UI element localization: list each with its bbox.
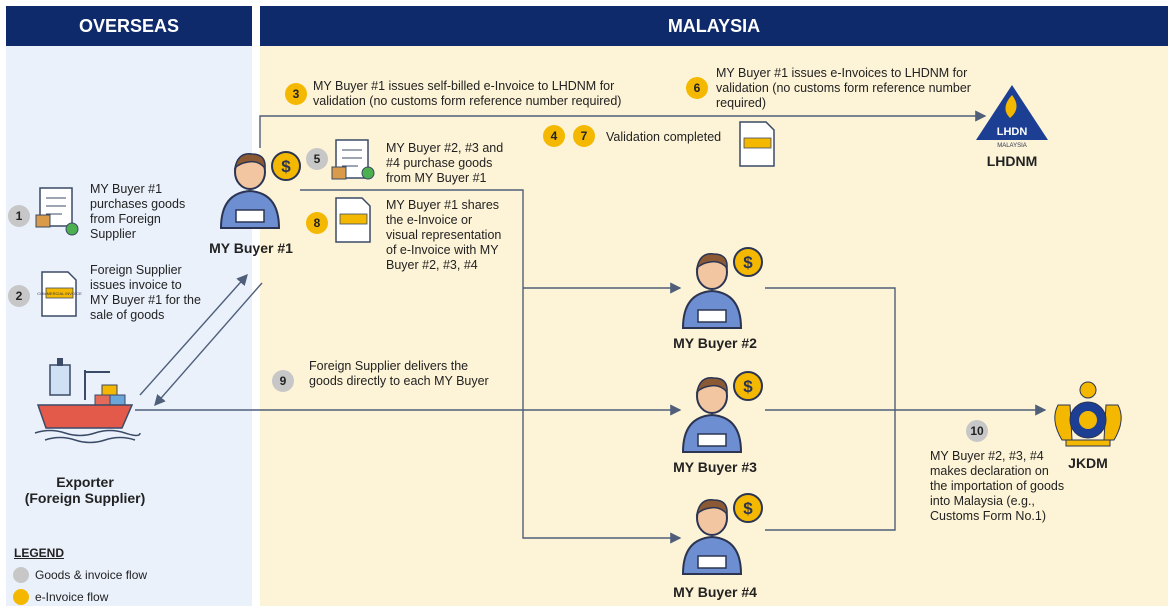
step-3-text: MY Buyer #1 issues self-billed e-Invoice…: [313, 79, 622, 108]
svg-text:$: $: [743, 499, 753, 518]
jkdm-crest: [1054, 381, 1122, 447]
lhdn-logo-text: LHDN: [997, 126, 1028, 138]
step-badge-5: 5: [306, 148, 328, 170]
step-badge-8: 8: [306, 212, 328, 234]
buyer-1-label: MY Buyer #1: [209, 240, 293, 256]
buyer-4-label: MY Buyer #4: [673, 584, 757, 600]
dollar-coin-icon: $: [271, 151, 301, 181]
lhdnm-label: LHDNM: [986, 153, 1038, 169]
step-badge-1: 1: [8, 205, 30, 227]
jkdm-label: JKDM: [1068, 455, 1108, 471]
step-badge-2: 2: [8, 285, 30, 307]
step-badge-6: 6: [686, 77, 708, 99]
overseas-header: OVERSEAS: [6, 6, 252, 46]
legend-gold-dot: [13, 589, 29, 605]
document-icon: COMMERCIAL INVOICE: [37, 271, 82, 317]
step-badge-9: 9: [272, 370, 294, 392]
step-badge-10: 10: [966, 420, 988, 442]
step-badge-4: 4: [543, 125, 565, 147]
step-badge-3: 3: [285, 83, 307, 105]
step-badge-7: 7: [573, 125, 595, 147]
legend-grey-dot: [13, 567, 29, 583]
document-icon: [739, 121, 775, 167]
legend-title: LEGEND: [14, 546, 65, 560]
step-2-text: Foreign Supplier issues invoice to MY Bu…: [90, 263, 201, 322]
exporter-label: Exporter (Foreign Supplier): [24, 474, 146, 506]
person-icon: [681, 377, 743, 453]
checklist-icon: [35, 187, 79, 236]
dollar-coin-icon: $: [733, 493, 763, 523]
ship-icon: [34, 358, 141, 444]
svg-text:$: $: [743, 253, 753, 272]
lhdn-logo-sub: MALAYSIA: [997, 143, 1027, 149]
legend-goods-flow: Goods & invoice flow: [35, 568, 148, 582]
step-7-text: Validation completed: [606, 130, 722, 144]
checklist-icon: [331, 139, 375, 180]
step-6-text: MY Buyer #1 issues e-Invoices to LHDNM f…: [716, 66, 971, 110]
step-9-text: Foreign Supplier delivers the goods dire…: [309, 359, 489, 388]
malaysia-header: MALAYSIA: [260, 6, 1168, 46]
legend-einvoice-flow: e-Invoice flow: [35, 590, 109, 604]
svg-text:$: $: [281, 157, 291, 176]
person-icon: [681, 253, 743, 329]
buyer-2-label: MY Buyer #2: [673, 335, 757, 351]
lhdn-logo: LHDN MALAYSIA: [976, 85, 1048, 149]
buyer-3-label: MY Buyer #3: [673, 459, 757, 475]
step-8-text: MY Buyer #1 shares the e-Invoice or visu…: [386, 198, 502, 272]
document-icon: [335, 197, 371, 243]
step-5-text: MY Buyer #2, #3 and #4 purchase goods fr…: [386, 141, 504, 185]
commercial-invoice-label: COMMERCIAL INVOICE: [37, 291, 82, 296]
person-icon: [219, 153, 281, 229]
person-icon: [681, 499, 743, 575]
step-10-text: MY Buyer #2, #3, #4 makes declaration on…: [930, 449, 1065, 523]
step-1-text: MY Buyer #1 purchases goods from Foreign…: [90, 182, 186, 241]
dollar-coin-icon: $: [733, 247, 763, 277]
svg-text:$: $: [743, 377, 753, 396]
dollar-coin-icon: $: [733, 371, 763, 401]
